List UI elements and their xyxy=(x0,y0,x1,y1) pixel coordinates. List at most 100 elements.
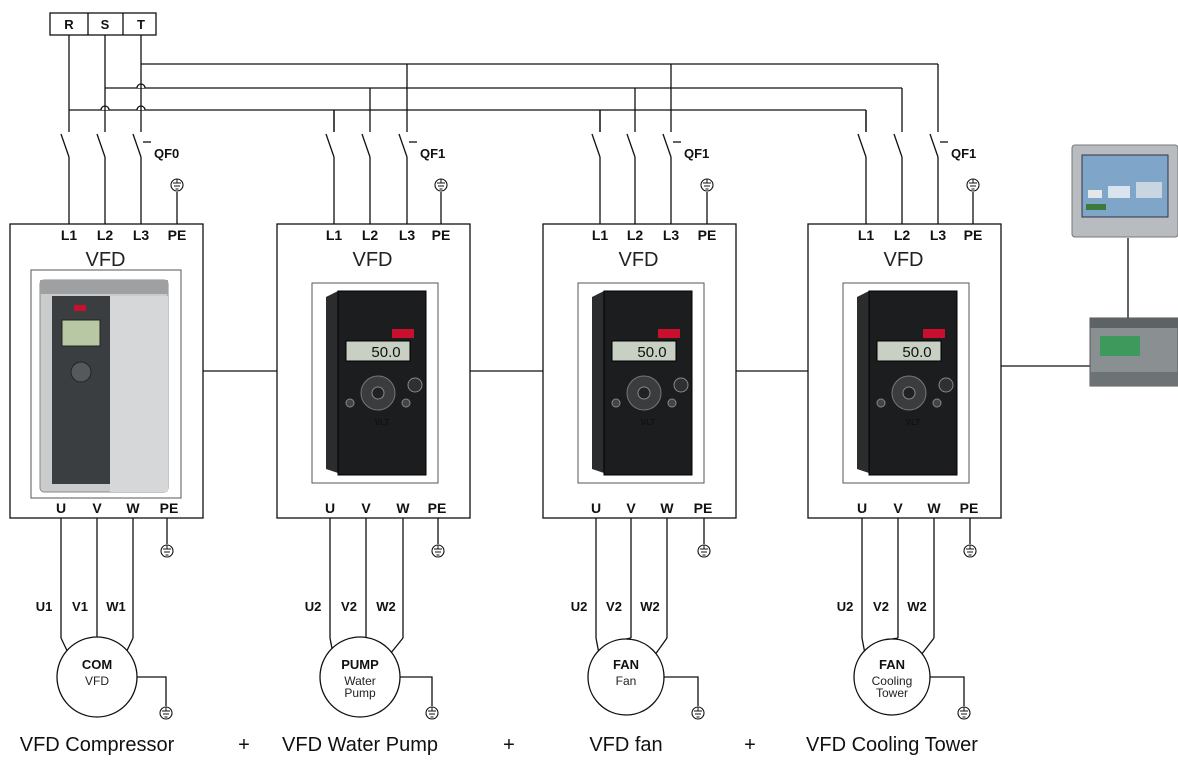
ground-icon xyxy=(170,178,184,192)
phase-wire-label: V1 xyxy=(72,599,88,614)
key-icon xyxy=(932,398,942,408)
input-terminal-label: L2 xyxy=(97,227,114,243)
input-terminal-label: PE xyxy=(964,227,983,243)
ground-icon xyxy=(434,178,448,192)
system-caption: VFD fan xyxy=(589,734,662,756)
supply-label-t: T xyxy=(137,17,145,32)
breaker-blade xyxy=(893,133,903,158)
key-icon xyxy=(611,398,621,408)
input-terminal-label: L1 xyxy=(326,227,343,243)
output-terminal-label: W xyxy=(927,500,941,516)
breaker-label: QF0 xyxy=(154,146,179,161)
vfd-title: VFD xyxy=(353,249,393,271)
output-terminal-label: U xyxy=(56,500,66,516)
motor-subtitle: Water xyxy=(344,674,376,688)
hmi-screen-element xyxy=(1108,186,1130,198)
ground-icon xyxy=(697,544,711,558)
phase-wire-label: U2 xyxy=(571,599,588,614)
output-terminal-label: U xyxy=(591,500,601,516)
input-terminal-label: L2 xyxy=(894,227,911,243)
input-terminal-label: L3 xyxy=(133,227,150,243)
micro-drive-side xyxy=(592,291,604,473)
breaker-blade xyxy=(325,133,335,158)
potentiometer-icon xyxy=(407,377,423,393)
system-caption: VFD Water Pump xyxy=(282,734,438,756)
output-terminal-label: PE xyxy=(694,500,713,516)
breaker-blade xyxy=(96,133,106,158)
input-terminal-label: PE xyxy=(698,227,717,243)
motor-name: FAN xyxy=(879,657,905,672)
supply-label-s: S xyxy=(101,17,110,32)
output-terminal-label: V xyxy=(92,500,102,516)
input-terminal-label: L2 xyxy=(627,227,644,243)
ok-button-icon xyxy=(902,386,916,400)
input-terminal-label: L3 xyxy=(399,227,416,243)
input-terminal-label: L1 xyxy=(858,227,875,243)
phase-wire-label: V2 xyxy=(341,599,357,614)
large-drive-display xyxy=(61,319,101,347)
ground-icon xyxy=(963,544,977,558)
ground-icon xyxy=(957,706,971,720)
ground-icon xyxy=(160,544,174,558)
breaker-label: QF1 xyxy=(420,146,445,161)
ground-icon xyxy=(159,706,173,720)
breaker-blade xyxy=(591,133,601,158)
breaker-blade xyxy=(398,133,408,158)
phase-wire-label: W1 xyxy=(106,599,126,614)
phase-wire-label: W2 xyxy=(907,599,927,614)
micro-brand-label: VLT xyxy=(906,418,921,427)
ground-icon xyxy=(691,706,705,720)
potentiometer-icon xyxy=(938,377,954,393)
motor-subtitle: VFD xyxy=(85,674,109,688)
brand-logo-icon xyxy=(658,329,680,338)
supply-label-r: R xyxy=(64,17,74,32)
phase-wire-label: W2 xyxy=(640,599,660,614)
breaker-blade xyxy=(662,133,672,158)
ground-icon xyxy=(966,178,980,192)
hmi-screen-element xyxy=(1088,190,1102,198)
micro-drive-display xyxy=(876,340,942,362)
output-terminal-label: V xyxy=(893,500,903,516)
output-terminal-label: PE xyxy=(428,500,447,516)
plus-sign: + xyxy=(744,734,756,756)
micro-drive-side xyxy=(857,291,869,473)
phase-wire-label: U2 xyxy=(837,599,854,614)
motor-ground-wire xyxy=(400,676,433,706)
vfd-title: VFD xyxy=(619,249,659,271)
hmi-screen-element xyxy=(1086,204,1106,210)
phase-wire-label: V2 xyxy=(873,599,889,614)
output-terminal-label: U xyxy=(325,500,335,516)
output-terminal-label: U xyxy=(857,500,867,516)
key-icon xyxy=(345,398,355,408)
large-drive-side xyxy=(110,296,168,492)
breaker-blade xyxy=(626,133,636,158)
input-terminal-label: L3 xyxy=(930,227,947,243)
motor-subtitle: Fan xyxy=(616,674,637,688)
micro-brand-label: VLT xyxy=(641,418,656,427)
breaker-label: QF1 xyxy=(684,146,709,161)
breaker-blade xyxy=(60,133,70,158)
brand-logo-icon xyxy=(74,305,86,311)
system-caption: VFD Cooling Tower xyxy=(806,734,978,756)
plc-terminal-strip xyxy=(1090,318,1178,328)
plus-sign: + xyxy=(503,734,515,756)
motor-subtitle: Tower xyxy=(876,686,908,700)
supply-terminal-block xyxy=(49,12,157,36)
plus-sign: + xyxy=(238,734,250,756)
key-icon xyxy=(667,398,677,408)
vfd-title: VFD xyxy=(884,249,924,271)
phase-wire-label: U2 xyxy=(305,599,322,614)
motor-subtitle: Cooling xyxy=(872,674,913,688)
breaker-blade xyxy=(132,133,142,158)
display-readout: 50.0 xyxy=(371,344,400,361)
plc-terminal-strip xyxy=(1090,372,1178,386)
ground-icon xyxy=(700,178,714,192)
brand-logo-icon xyxy=(392,329,414,338)
ground-icon xyxy=(431,544,445,558)
output-terminal-label: V xyxy=(361,500,371,516)
breaker-blade xyxy=(361,133,371,158)
breaker-blade xyxy=(929,133,939,158)
output-terminal-label: V xyxy=(626,500,636,516)
display-readout: 50.0 xyxy=(637,344,666,361)
